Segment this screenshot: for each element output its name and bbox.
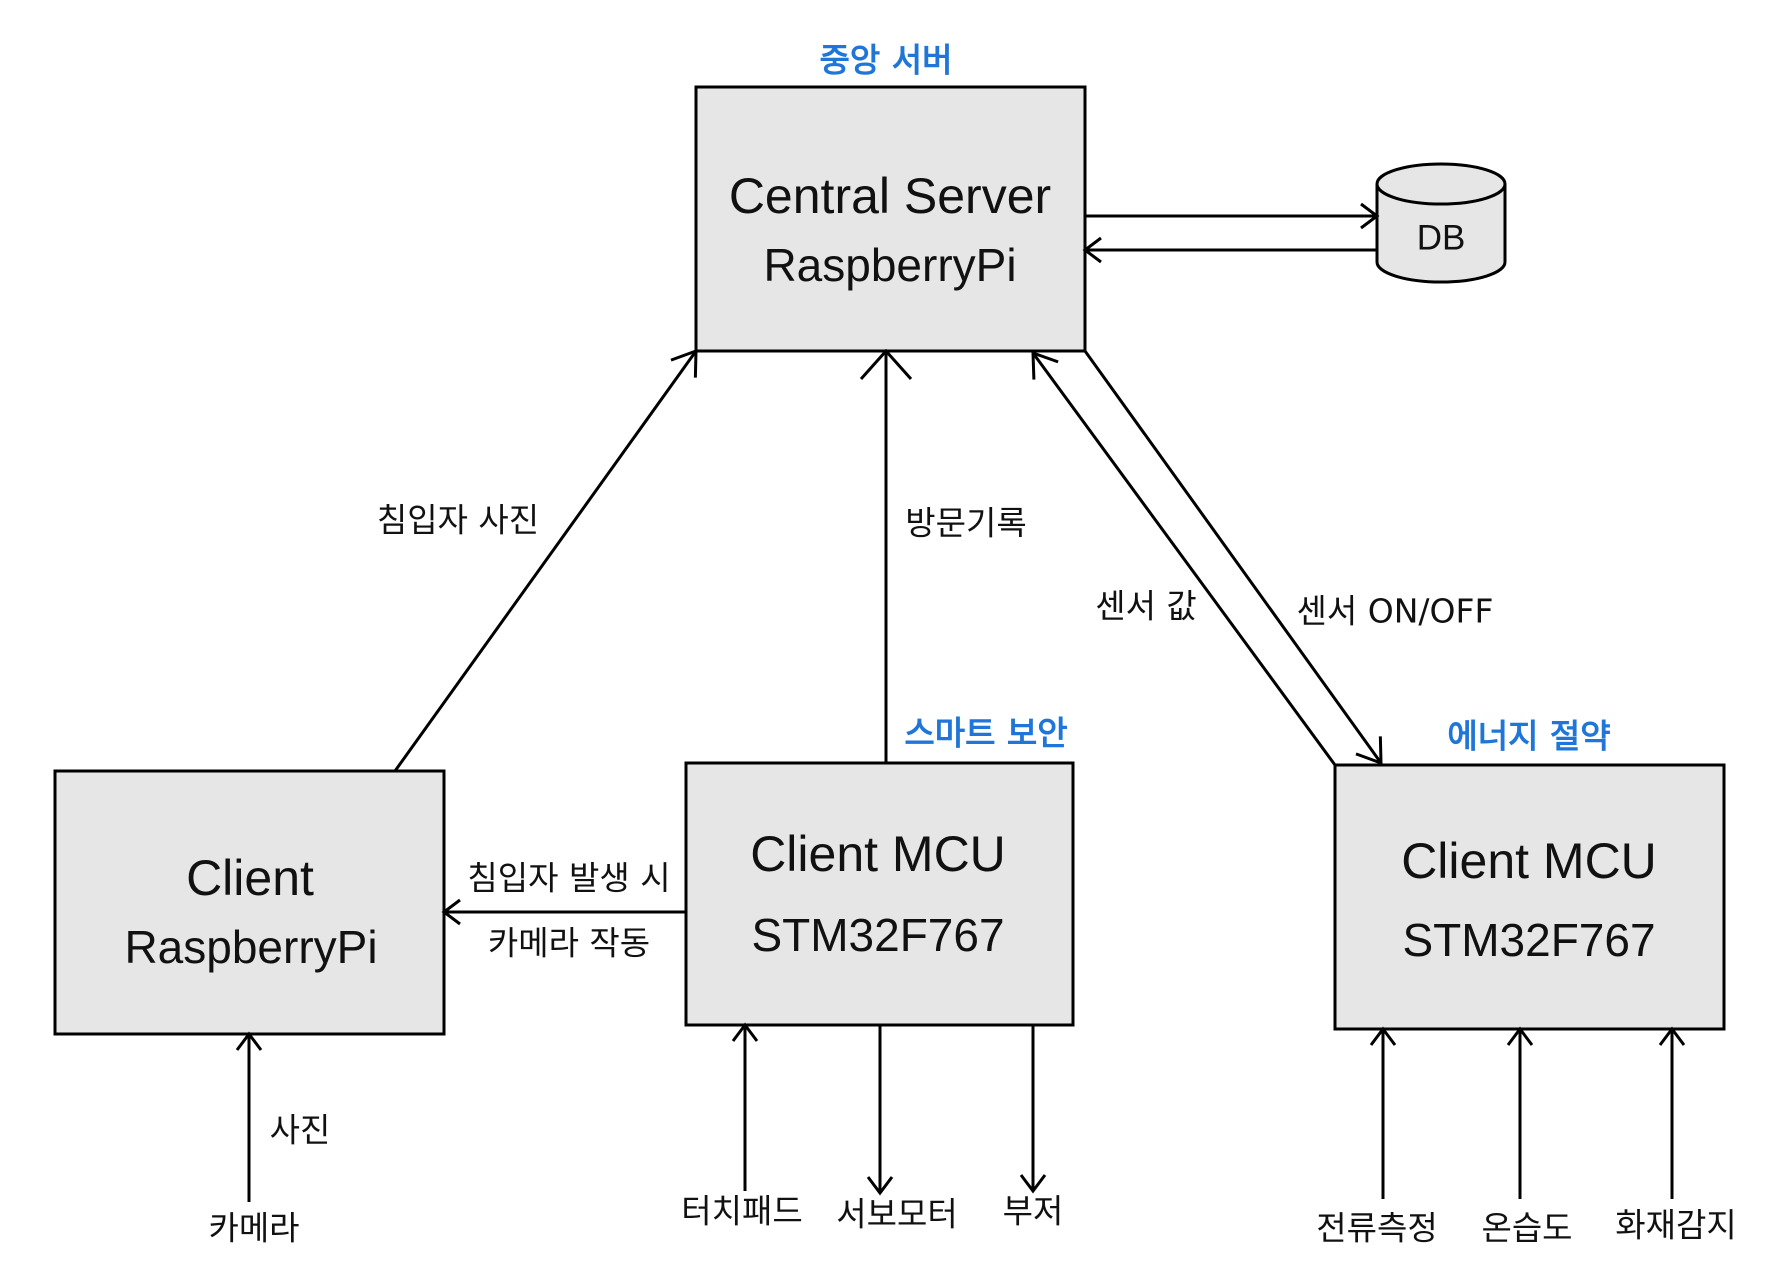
camera-trigger-label-line1: 침입자 발생 시 (467, 859, 670, 898)
central-server-title: Central Server (729, 168, 1051, 224)
visit-log-label: 방문기록 (905, 504, 1026, 543)
energy-mcu-title: Client MCU (1401, 833, 1657, 889)
sensor-onoff-arrow (1083, 350, 1383, 766)
security-mcu-box (684, 761, 1075, 1027)
security-mcu-group-label: 스마트 보안 (904, 714, 1067, 753)
intruder-photo-label: 침입자 사진 (377, 501, 539, 540)
temp-humidity-label: 온습도 (1481, 1209, 1572, 1248)
security-mcu-title: Client MCU (750, 826, 1006, 882)
energy-mcu-box (1333, 763, 1726, 1031)
camera-trigger-label-line2: 카메라 작동 (488, 924, 650, 963)
touchpad-label: 터치패드 (681, 1192, 802, 1231)
central-server-node: 중앙 서버 Central Server RaspberryPi (694, 41, 1087, 353)
energy-mcu-node: 에너지 절약 Client MCU STM32F767 (1333, 717, 1726, 1031)
energy-mcu-subtitle: STM32F767 (1402, 914, 1655, 966)
client-pi-node: Client RaspberryPi (53, 769, 446, 1036)
central-server-subtitle: RaspberryPi (763, 239, 1016, 291)
servo-motor-label: 서보모터 (836, 1195, 957, 1234)
photo-label: 사진 (270, 1111, 331, 1150)
sensor-value-label: 센서 값 (1095, 587, 1197, 626)
intruder-photo-arrow (393, 348, 698, 772)
current-sensor-label: 전류측정 (1316, 1209, 1437, 1248)
database-cylinder-top (1375, 162, 1507, 206)
buzzer-label: 부저 (1003, 1192, 1064, 1231)
energy-mcu-group-label: 에너지 절약 (1447, 717, 1610, 756)
fire-detect-label: 화재감지 (1615, 1206, 1736, 1245)
security-mcu-subtitle: STM32F767 (751, 909, 1004, 961)
sensor-value-arrow (1031, 350, 1337, 766)
security-mcu-node: 스마트 보안 Client MCU STM32F767 (684, 714, 1075, 1027)
database-node: DB (1375, 162, 1507, 284)
client-pi-title: Client (186, 850, 314, 906)
central-server-box (694, 85, 1087, 353)
client-pi-subtitle: RaspberryPi (124, 921, 377, 973)
database-label: DB (1417, 219, 1466, 258)
central-server-group-label: 중앙 서버 (820, 41, 953, 80)
sensor-onoff-label: 센서 ON/OFF (1297, 592, 1494, 631)
camera-peripheral-label: 카메라 (208, 1209, 299, 1248)
database-cylinder-body (1375, 184, 1507, 284)
